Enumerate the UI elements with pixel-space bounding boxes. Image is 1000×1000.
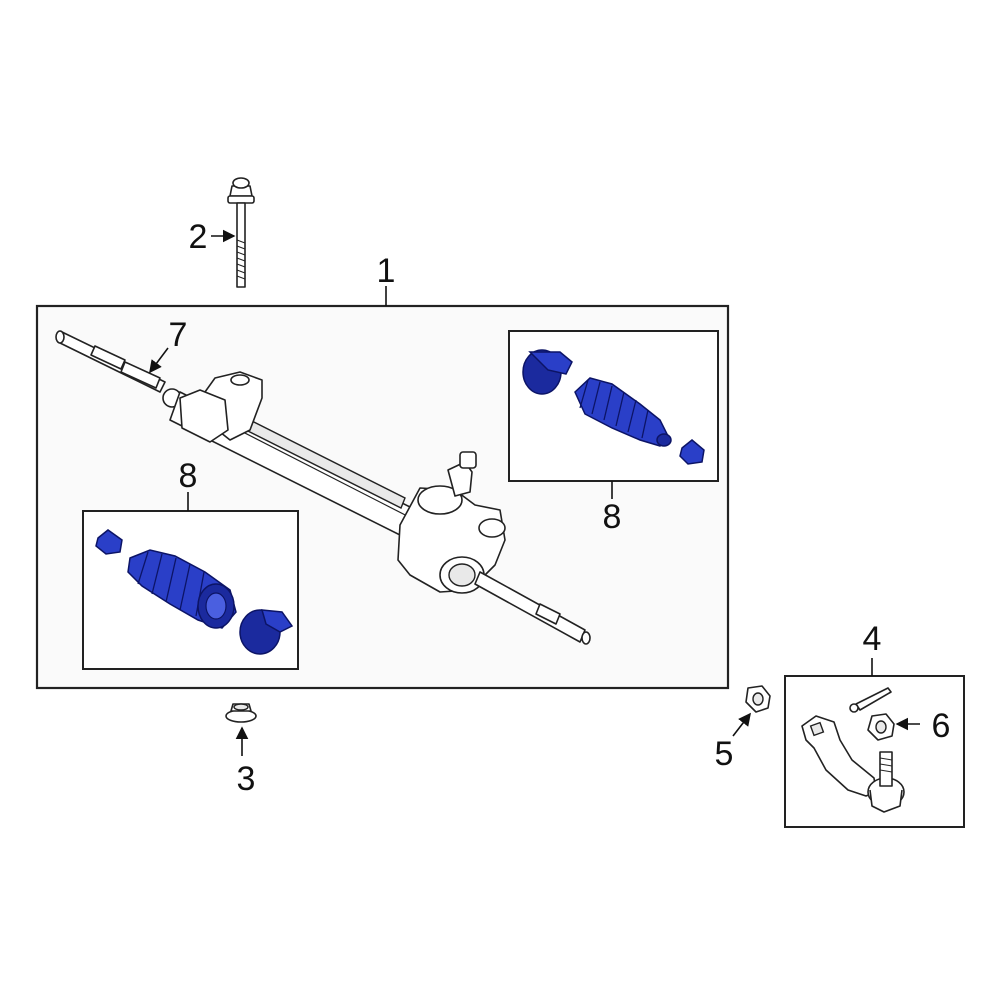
callout-5: 5 [715, 735, 734, 773]
boot-kit-left[interactable] [95, 529, 294, 655]
castle-nut-part[interactable] [867, 713, 895, 741]
callout-4: 4 [863, 620, 882, 658]
callout-8-left: 8 [179, 457, 198, 495]
callout-8-right: 8 [603, 498, 622, 536]
hex-nut-part[interactable] [745, 685, 771, 713]
callout-7: 7 [169, 316, 188, 354]
callout-1: 1 [377, 252, 396, 290]
callout-3: 3 [237, 760, 256, 798]
steering-rack-body[interactable] [55, 330, 591, 645]
flange-nut-part[interactable] [225, 703, 257, 723]
mounting-bolt-part[interactable] [227, 177, 255, 288]
tie-rod-end-part[interactable] [801, 687, 905, 813]
callout-7-arrow [149, 347, 169, 374]
callout-2: 2 [189, 218, 208, 256]
callout-5-arrow [732, 712, 751, 737]
boot-kit-right[interactable] [522, 349, 705, 465]
callout-6: 6 [932, 707, 951, 745]
